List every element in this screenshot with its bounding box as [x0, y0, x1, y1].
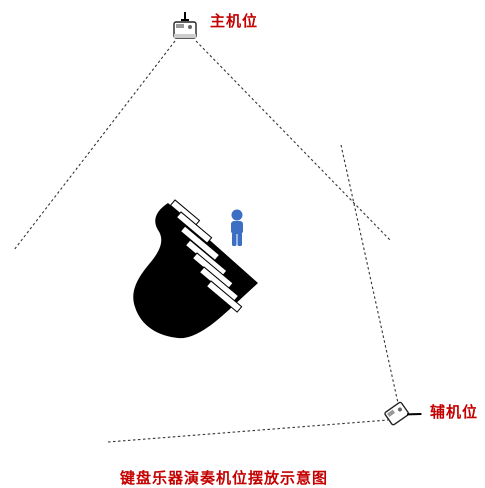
main-right-sightline [195, 40, 391, 241]
aux-camera-icon [384, 401, 422, 426]
main-left-sightline [13, 40, 176, 251]
main-camera-icon [173, 12, 197, 39]
performer-icon [231, 209, 243, 246]
aux-lower-sightline [107, 419, 389, 443]
diagram-caption: 键盘乐器演奏机位摆放示意图 [120, 469, 329, 487]
sight-lines [13, 40, 399, 443]
main-camera-label: 主机位 [210, 12, 259, 30]
grand-piano-icon [133, 199, 258, 339]
aux-upper-sightline [340, 144, 399, 404]
aux-camera-label: 辅机位 [430, 403, 479, 421]
